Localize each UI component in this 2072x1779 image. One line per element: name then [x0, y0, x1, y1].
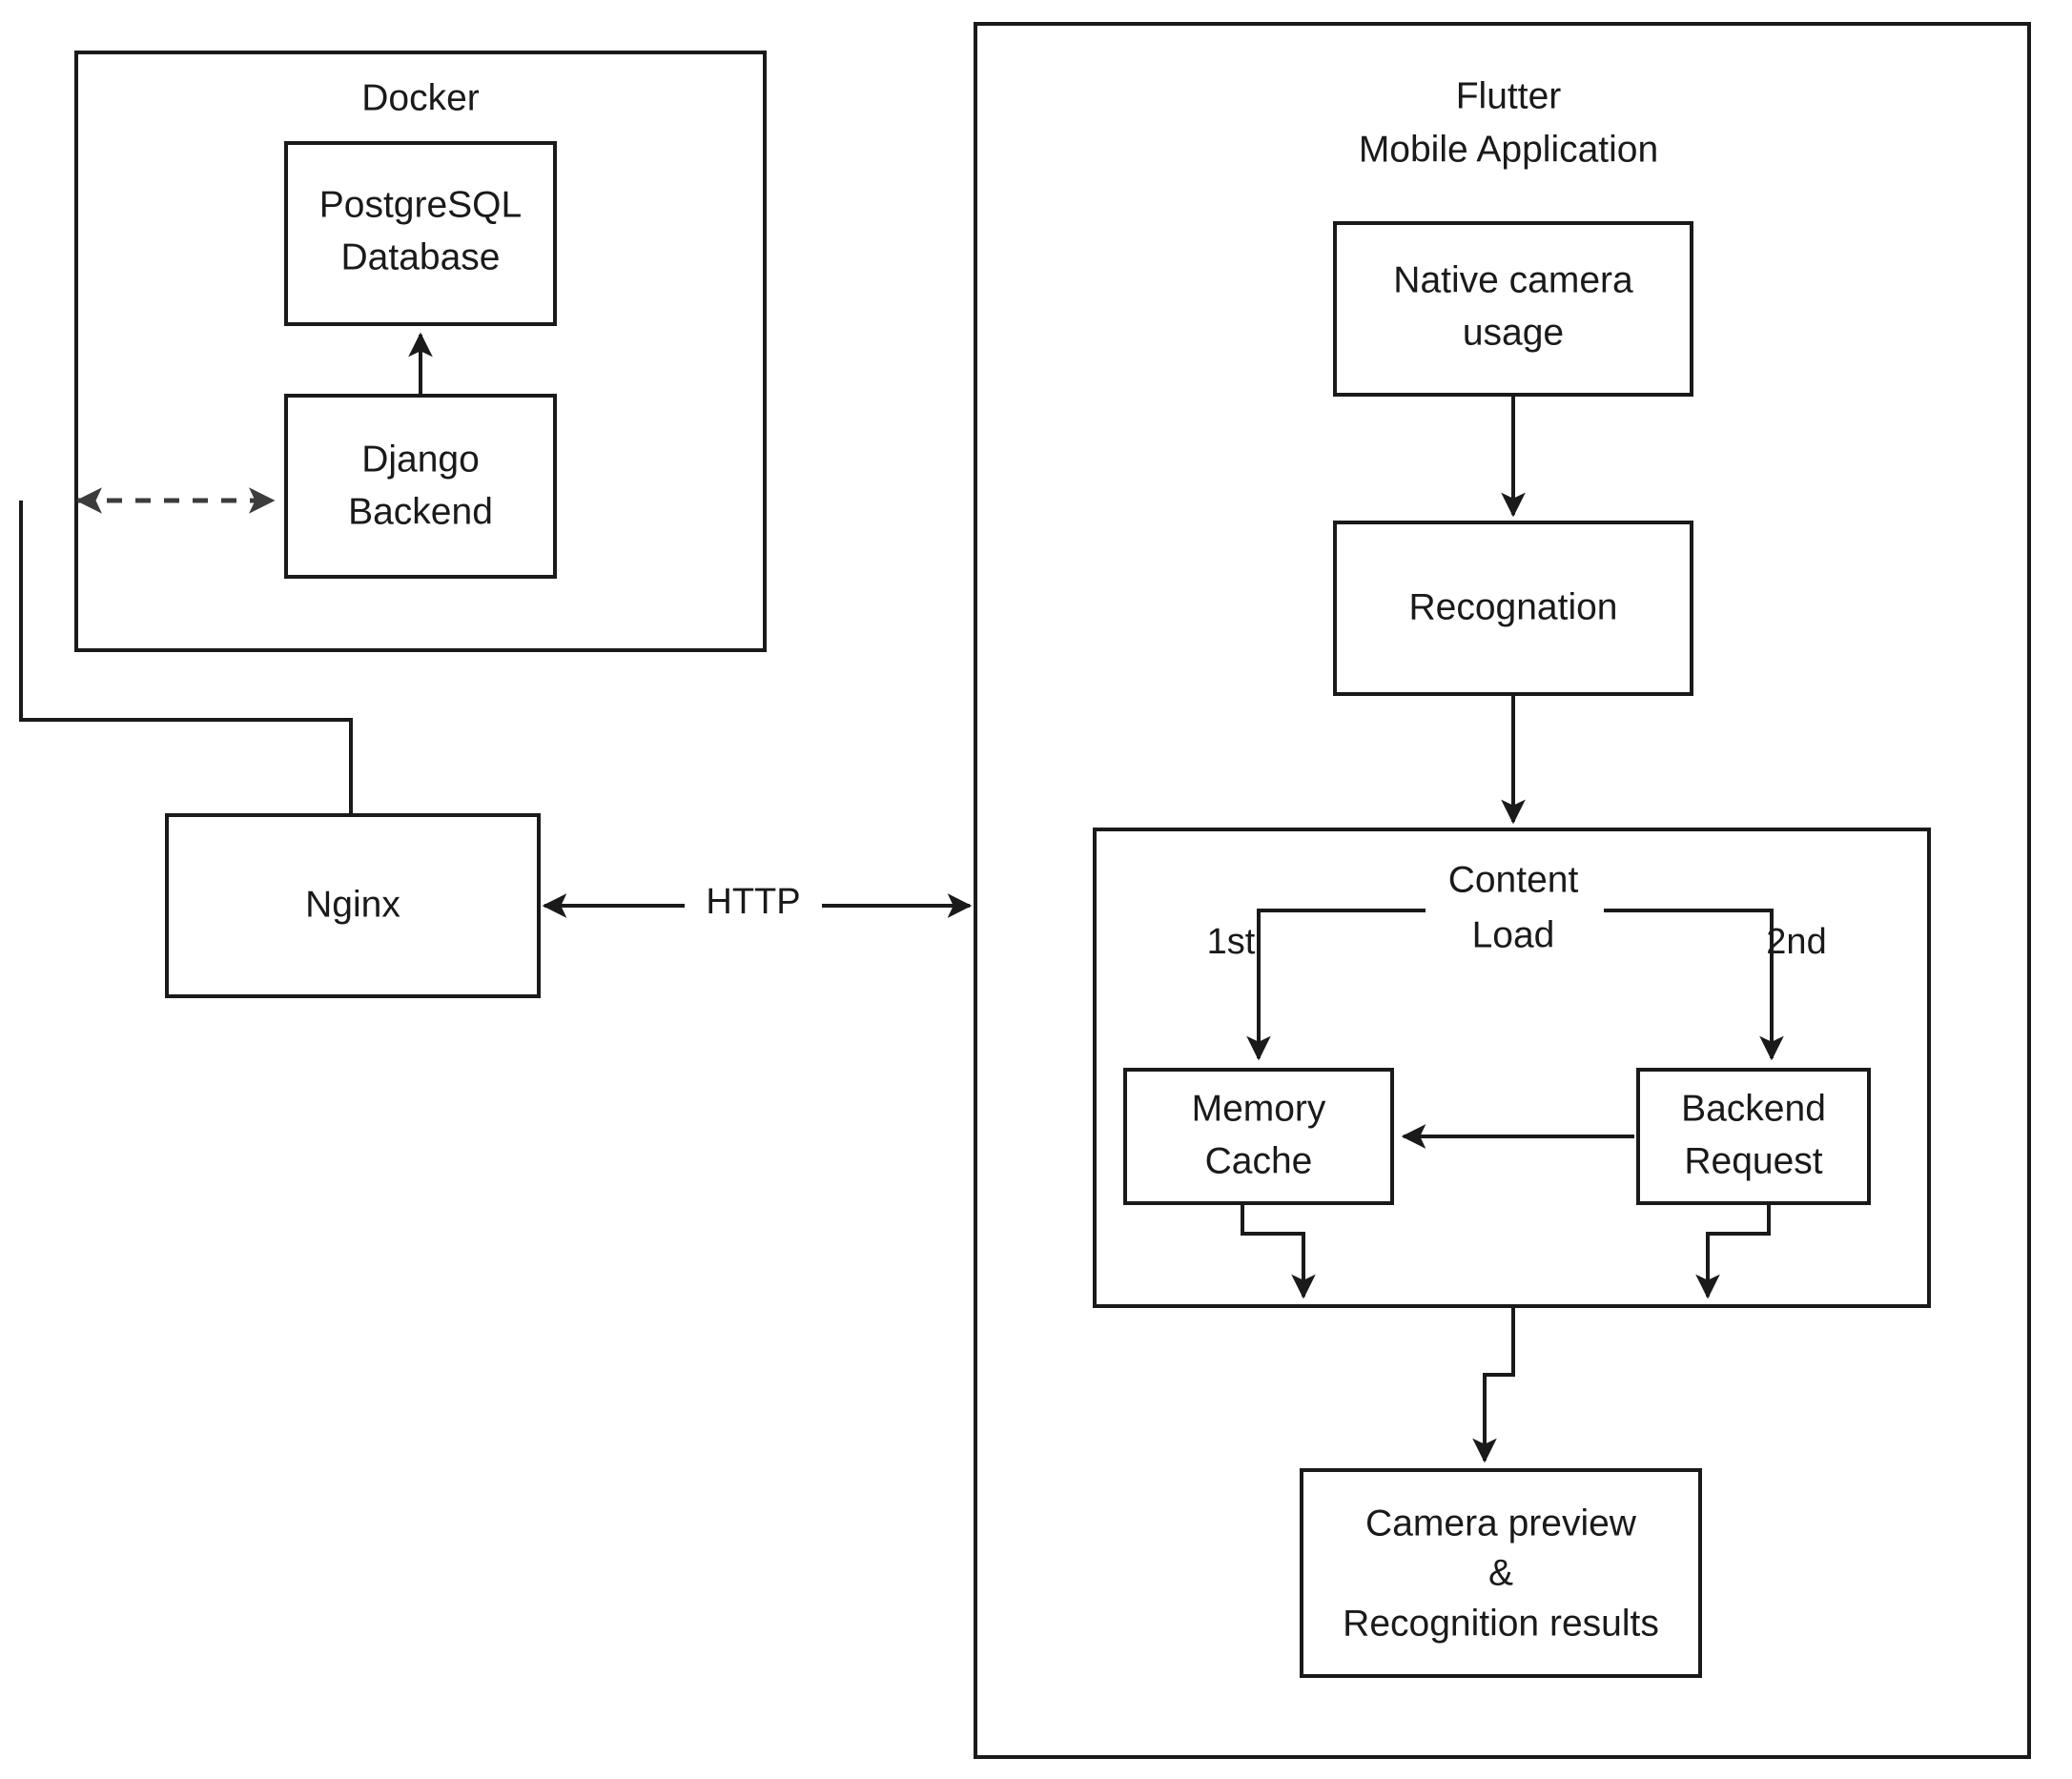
native-camera-usage-label-line1: Native camera	[1393, 259, 1633, 300]
camera-preview-results-label-line1: Camera preview	[1365, 1503, 1637, 1544]
edge-content-load-to-camera-preview	[1472, 1306, 1515, 1463]
nginx-node: Nginx	[165, 813, 541, 998]
native-camera-usage-label-line2: usage	[1463, 312, 1564, 353]
postgresql-database-node: PostgreSQL Database	[284, 141, 557, 326]
memory-cache-box	[1123, 1068, 1394, 1205]
docker-group: Docker	[74, 51, 767, 652]
flutter-group-title-line1: Flutter	[1456, 75, 1562, 116]
backend-request-box	[1636, 1068, 1871, 1205]
edge-content-load-second-branch	[1604, 909, 1784, 1061]
edge-content-load-first-branch	[1246, 909, 1426, 1061]
camera-preview-results-label-line3: Recognition results	[1343, 1603, 1659, 1644]
memory-cache-label-line1: Memory	[1192, 1088, 1326, 1129]
docker-group-border	[74, 51, 767, 652]
camera-preview-results-node: Camera preview & Recognition results	[1300, 1468, 1702, 1678]
second-branch-label: 2nd	[1766, 922, 1826, 962]
content-load-title-line1: Content	[1448, 859, 1579, 900]
camera-preview-results-label-line2: &	[1488, 1552, 1513, 1593]
flutter-group-title-line2: Mobile Application	[1359, 129, 1658, 170]
django-backend-box	[284, 394, 557, 579]
memory-cache-node: Memory Cache	[1123, 1068, 1394, 1205]
backend-request-label-line2: Request	[1684, 1140, 1822, 1181]
nginx-label: Nginx	[305, 884, 400, 925]
edge-memory-cache-to-output	[1241, 1203, 1316, 1299]
recognation-box	[1333, 521, 1693, 696]
native-camera-usage-box	[1333, 221, 1693, 397]
postgresql-database-box	[284, 141, 557, 326]
backend-request-label-line1: Backend	[1681, 1088, 1826, 1129]
native-camera-usage-node: Native camera usage	[1333, 221, 1693, 397]
edge-nginx-routing-line	[19, 501, 353, 815]
memory-cache-label-line2: Cache	[1205, 1140, 1313, 1181]
recognation-label: Recognation	[1409, 586, 1618, 627]
http-edge-label: HTTP	[706, 882, 800, 922]
flutter-group-border	[974, 22, 2031, 1759]
camera-preview-results-box	[1300, 1468, 1702, 1678]
django-backend-label-line1: Django	[361, 439, 480, 480]
edge-backend-request-to-output	[1695, 1203, 1771, 1299]
docker-group-title: Docker	[361, 77, 480, 118]
backend-request-node: Backend Request	[1636, 1068, 1871, 1205]
flutter-group: Flutter Mobile Application	[974, 22, 2031, 1759]
django-backend-label-line2: Backend	[348, 491, 493, 532]
content-load-title-line2: Load	[1472, 914, 1555, 955]
django-backend-node: Django Backend	[284, 394, 557, 579]
first-branch-label: 1st	[1207, 922, 1256, 962]
postgresql-database-label-line1: PostgreSQL	[319, 184, 522, 225]
nginx-box	[165, 813, 541, 998]
postgresql-database-label-line2: Database	[341, 236, 501, 277]
recognation-node: Recognation	[1333, 521, 1693, 696]
